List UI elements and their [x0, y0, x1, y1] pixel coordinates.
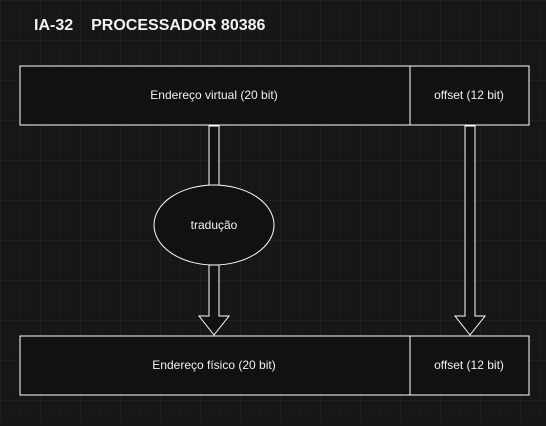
arch-label: IA-32	[34, 17, 74, 34]
physical-offset-box	[409, 335, 530, 396]
translation-input-connector	[208, 125, 220, 187]
virtual-address-label: Endereço virtual (20 bit)	[150, 88, 277, 102]
translation-output-arrow	[197, 264, 231, 336]
physical-address-label: Endereço físico (20 bit)	[152, 358, 275, 372]
diagram-title: IA-32 PROCESSADOR 80386	[34, 16, 265, 36]
translation-label: tradução	[191, 218, 238, 232]
physical-offset-label: offset (12 bit)	[434, 358, 504, 372]
offset-passthrough-arrow	[453, 125, 487, 336]
processor-label: PROCESSADOR 80386	[91, 17, 266, 34]
virtual-offset-box	[409, 65, 530, 126]
virtual-address-box	[19, 65, 411, 126]
physical-address-box	[19, 335, 411, 396]
virtual-offset-label: offset (12 bit)	[434, 88, 504, 102]
